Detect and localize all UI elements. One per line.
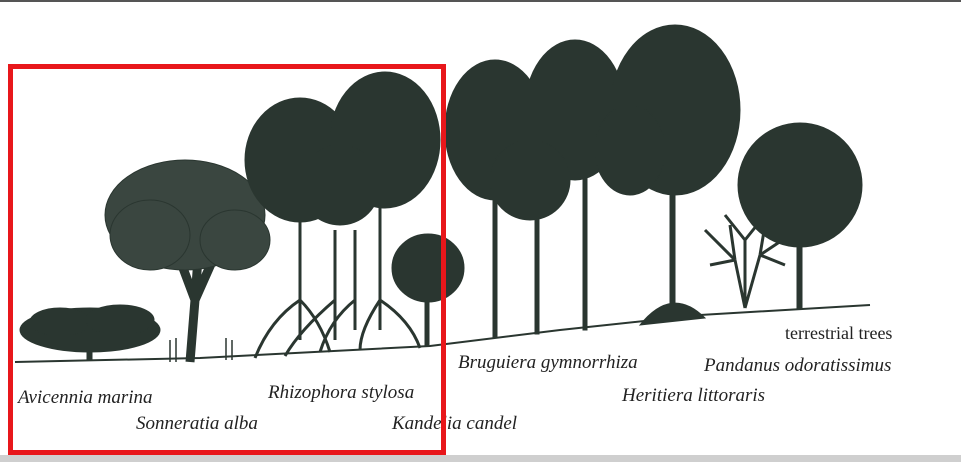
label-bruguiera: Bruguiera gymnorrhiza xyxy=(458,353,638,372)
label-terrestrial: terrestrial trees xyxy=(785,324,892,342)
label-heritiera: Heritiera littoraris xyxy=(622,386,765,405)
terrestrial-tree xyxy=(738,123,862,308)
bottom-border xyxy=(0,455,961,462)
highlight-box xyxy=(8,64,446,455)
bruguiera-trees xyxy=(445,40,625,338)
label-pandanus: Pandanus odoratissimus xyxy=(704,356,891,375)
heritiera-tree xyxy=(595,25,740,325)
